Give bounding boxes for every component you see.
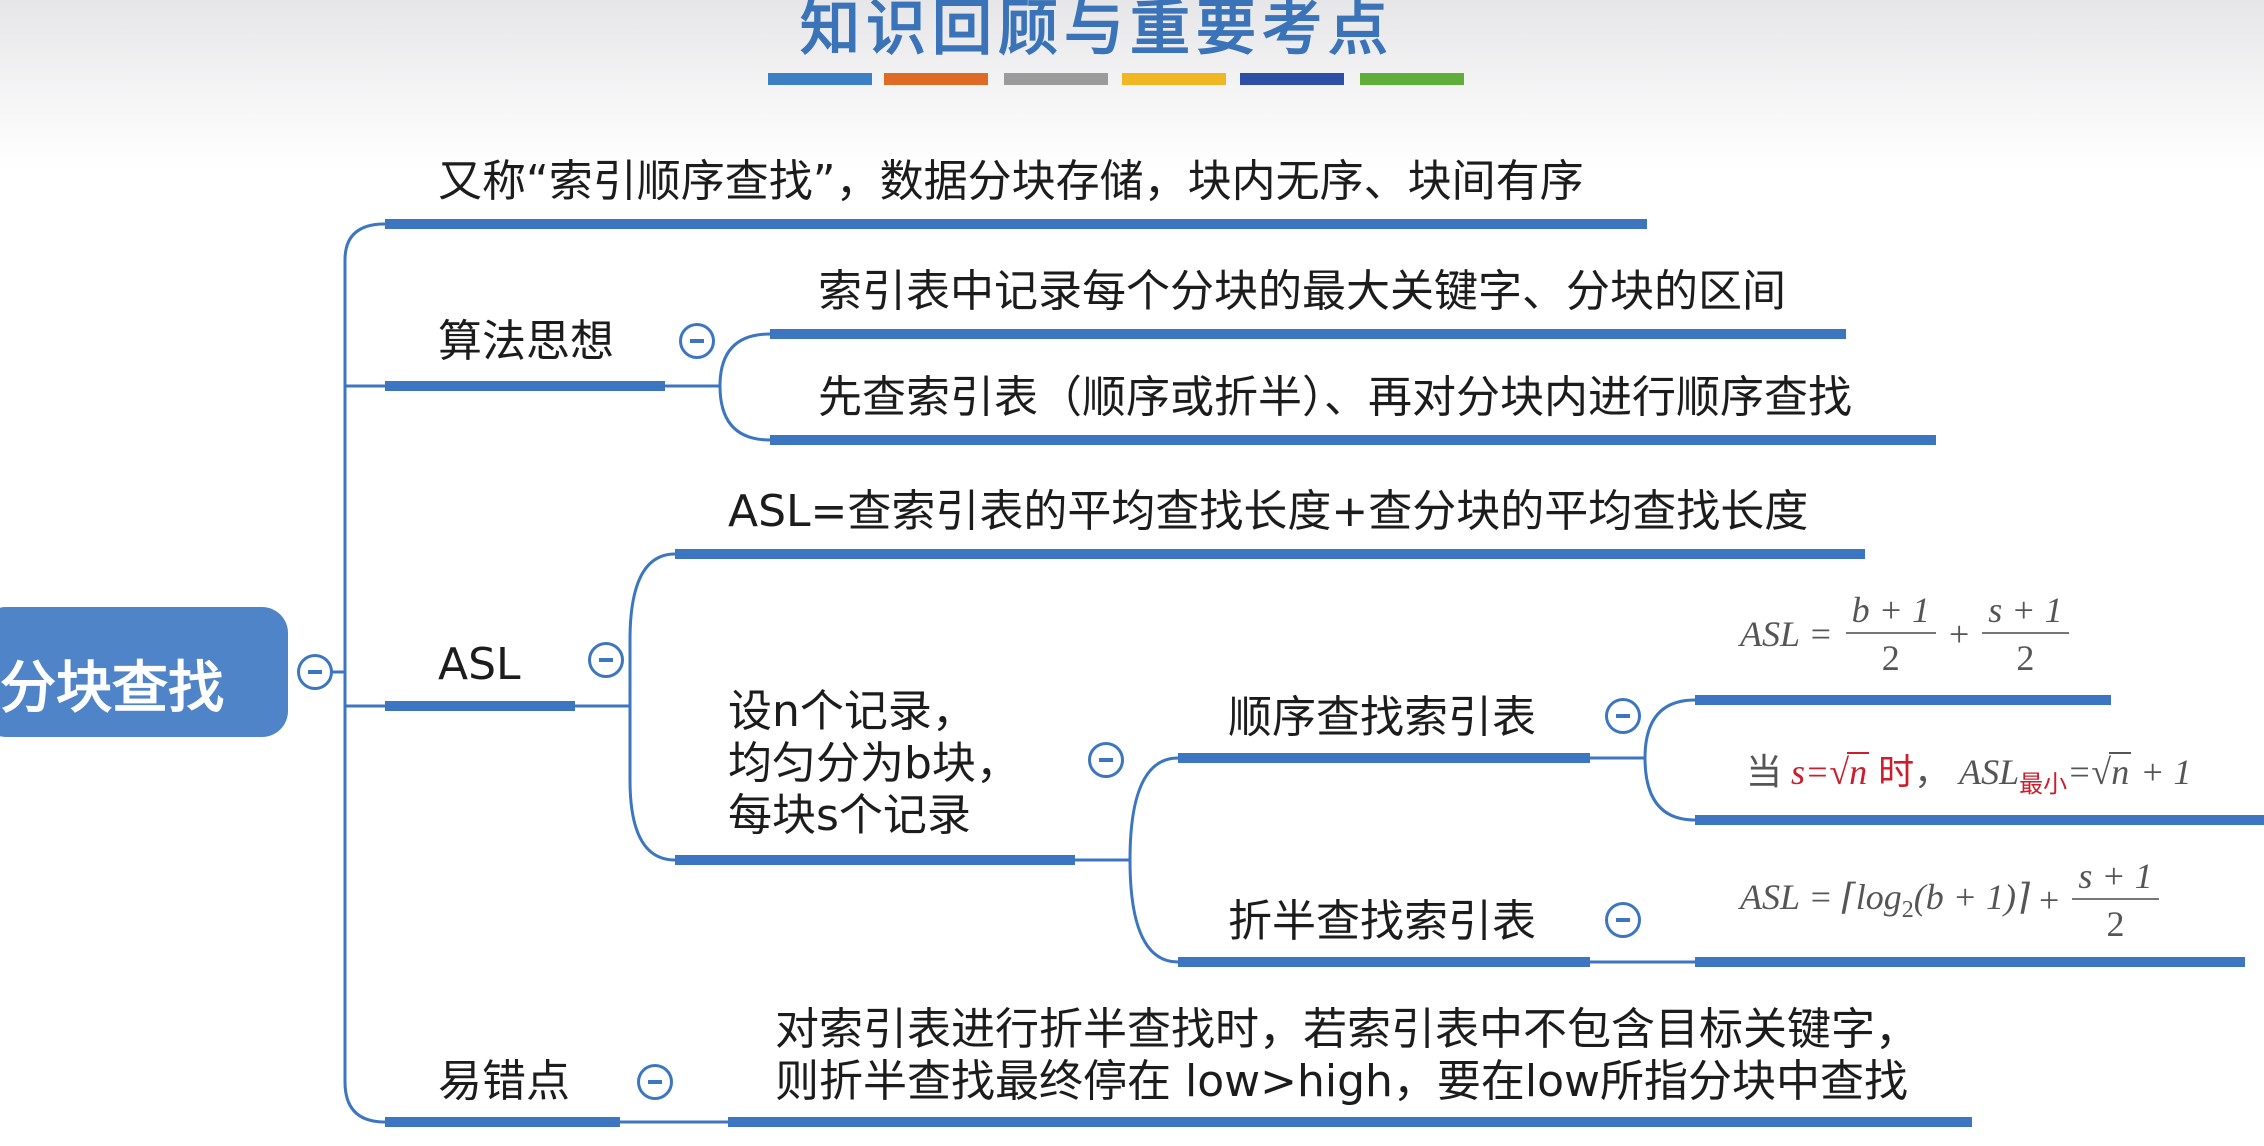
definition-text: 又称“索引顺序查找”，数据分块存储，块内无序、块间有序: [438, 156, 1584, 207]
asl-underline: [385, 701, 575, 711]
algorithm-underline: [385, 381, 665, 391]
pitfall-label: 易错点: [438, 1056, 570, 1107]
asl-formula-underline: [675, 549, 1865, 559]
asl-setup-line-3: 每块s个记录: [728, 790, 971, 841]
root-node[interactable]: 分块查找: [0, 607, 288, 737]
asl-setup-underline: [675, 855, 1075, 865]
sequential-label: 顺序查找索引表: [1228, 692, 1536, 743]
accent-bar-5: [1240, 73, 1344, 85]
accent-bar-4: [1122, 73, 1226, 85]
collapse-button-setup[interactable]: [1088, 742, 1124, 778]
algorithm-item-2: 先查索引表（顺序或折半）、再对分块内进行顺序查找: [818, 372, 1852, 423]
algorithm-label: 算法思想: [438, 316, 614, 367]
algorithm-item-2-underline: [770, 435, 1936, 445]
root-label: 分块查找: [0, 656, 224, 721]
accent-bar-1: [768, 73, 872, 85]
asl-label: ASL: [438, 639, 521, 690]
algorithm-item-1: 索引表中记录每个分块的最大关键字、分块的区间: [818, 266, 1786, 317]
accent-bar-2: [884, 73, 988, 85]
binary-formula-underline: [1695, 957, 2245, 967]
sequential-formula-2-underline: [1695, 815, 2264, 825]
page-title: 知识回顾与重要考点: [800, 0, 1394, 64]
accent-bar-3: [1004, 73, 1108, 85]
sequential-formula-2: 当 s=√n 时， ASL最小=√n + 1: [1746, 752, 2192, 798]
collapse-button-algorithm[interactable]: [679, 323, 715, 359]
collapse-button-pitfall[interactable]: [637, 1064, 673, 1100]
pitfall-text-underline: [728, 1117, 1972, 1127]
definition-underline: [385, 219, 1647, 229]
accent-bar-6: [1360, 73, 1464, 85]
pitfall-underline: [385, 1117, 620, 1127]
collapse-button-sequential[interactable]: [1605, 698, 1641, 734]
sequential-formula-1-underline: [1695, 695, 2111, 705]
collapse-button-binary[interactable]: [1605, 902, 1641, 938]
pitfall-line-1: 对索引表进行折半查找时，若索引表中不包含目标关键字，: [775, 1004, 1919, 1055]
pitfall-line-2: 则折半查找最终停在 low>high，要在low所指分块中查找: [775, 1056, 1909, 1107]
sequential-underline: [1178, 753, 1590, 763]
asl-setup-line-1: 设n个记录，: [728, 686, 976, 737]
binary-underline: [1178, 957, 1590, 967]
collapse-button-asl[interactable]: [588, 642, 624, 678]
algorithm-item-1-underline: [770, 329, 1846, 339]
binary-label: 折半查找索引表: [1228, 896, 1536, 947]
collapse-button-root[interactable]: [297, 654, 333, 690]
asl-setup-line-2: 均匀分为b块，: [728, 738, 1020, 789]
asl-formula-text: ASL=查索引表的平均查找长度+查分块的平均查找长度: [728, 486, 1809, 537]
